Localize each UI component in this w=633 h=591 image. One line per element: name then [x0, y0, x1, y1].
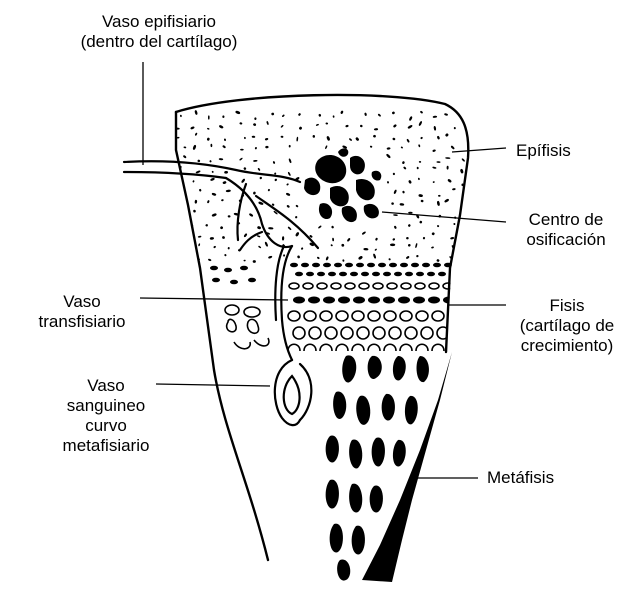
label-vaso-curvo-line3: curvo: [58, 416, 154, 436]
physis-cells: [210, 263, 455, 351]
label-fisis: Fisis (cartílago de crecimiento): [508, 296, 626, 356]
label-metafisis: Metáfisis: [487, 468, 554, 488]
label-centro-line2: osificación: [514, 230, 618, 250]
label-vaso-transfisiario: Vaso transfisiario: [26, 292, 138, 332]
epiphyseal-vessel-lower: [124, 172, 226, 178]
label-centro: Centro de osificación: [514, 210, 618, 250]
label-fisis-line3: crecimiento): [508, 336, 626, 356]
leader-vaso-curvo: [156, 384, 270, 386]
label-vaso-curvo-line2: sanguineo: [58, 396, 154, 416]
label-fisis-line2: (cartílago de: [508, 316, 626, 336]
label-vaso-epifisiario-line2: (dentro del cartílago): [56, 32, 262, 52]
label-vaso-epifisiario: Vaso epifisiario (dentro del cartílago): [56, 12, 262, 52]
leader-centro: [382, 212, 506, 222]
label-vaso-transfisiario-line2: transfisiario: [26, 312, 138, 332]
label-vaso-transfisiario-line1: Vaso: [26, 292, 138, 312]
metaphysis-spongy-bone: [326, 352, 452, 582]
ossification-center: [304, 148, 381, 222]
label-fisis-line1: Fisis: [508, 296, 626, 316]
epiphysis-stipple: [175, 110, 473, 263]
label-epifisis: Epífisis: [516, 141, 571, 161]
label-centro-line1: Centro de: [514, 210, 618, 230]
label-vaso-curvo-line1: Vaso: [58, 376, 154, 396]
left-trabeculae: [225, 305, 269, 349]
metaphyseal-curved-vessel: [275, 360, 300, 425]
leader-vaso-transfisiario: [140, 298, 288, 300]
label-vaso-curvo-line4: metafisiario: [58, 436, 154, 456]
leader-epifisis: [452, 148, 506, 152]
transphyseal-vessel: [281, 246, 292, 360]
label-vaso-epifisiario-line1: Vaso epifisiario: [56, 12, 262, 32]
label-vaso-curvo: Vaso sanguineo curvo metafisiario: [58, 376, 154, 456]
